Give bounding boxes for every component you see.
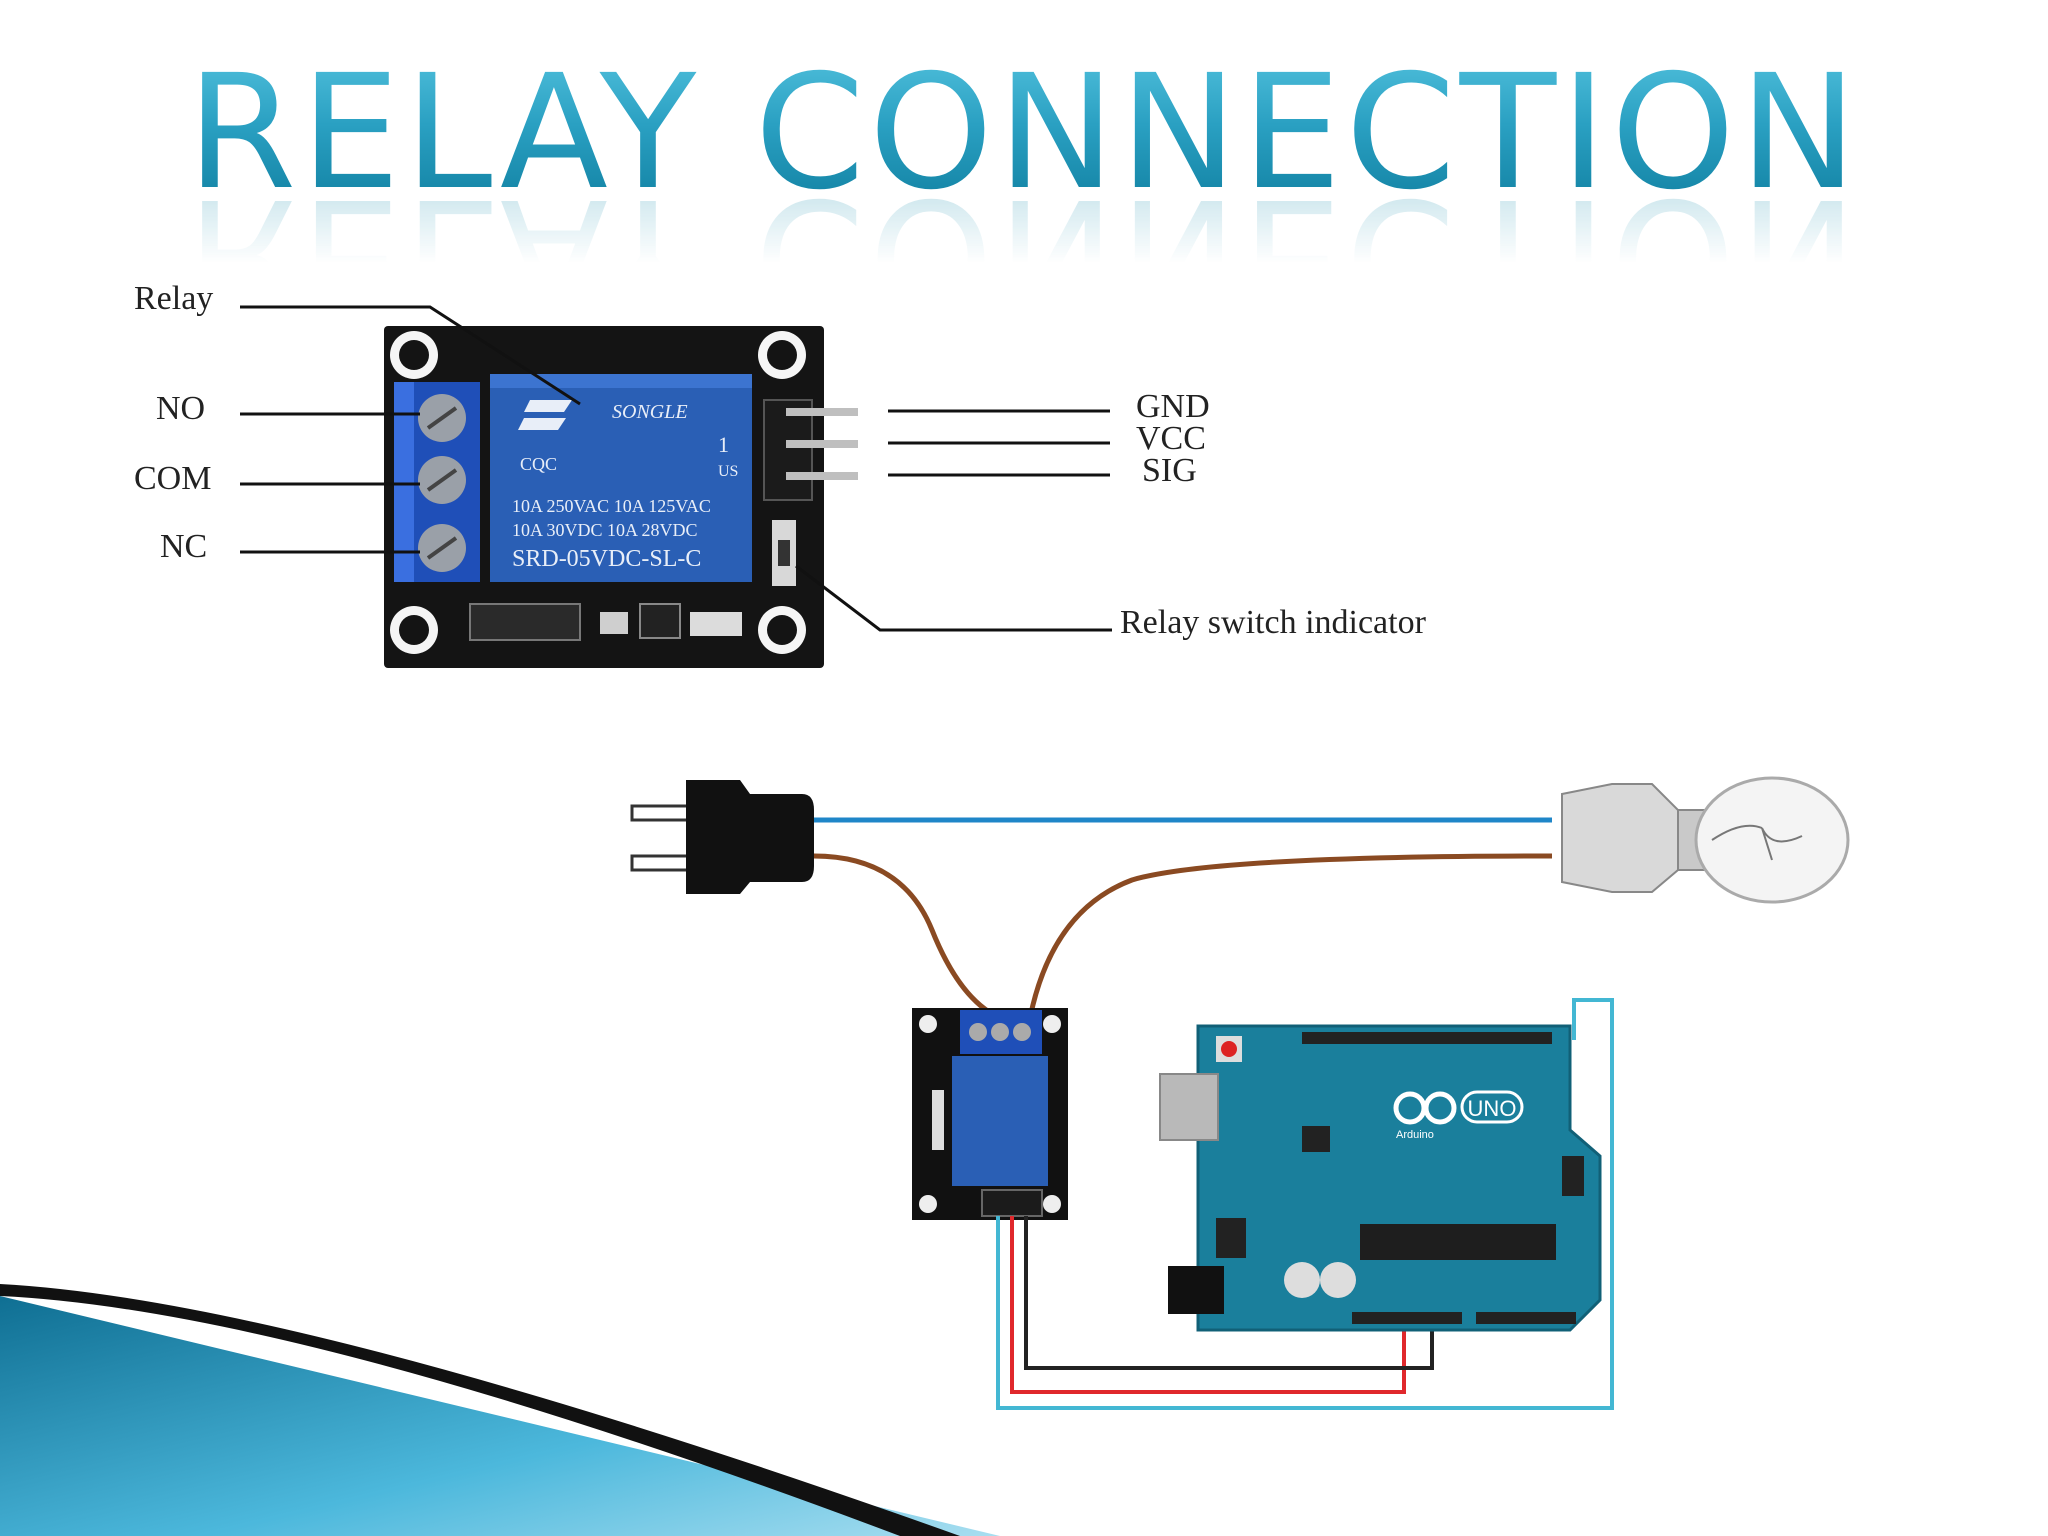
power-plug [686,780,814,894]
wire-relay-to-lamp [1027,853,1553,1019]
usb-port [1159,1073,1219,1141]
relay-rating-2: 10A 30VDC 10A 28VDC [512,520,698,540]
corner-decoration [0,1284,1000,1536]
label-com: COM [134,460,212,497]
slide-title: RELAY CONNECTION [186,48,1862,225]
relay-num: 1 [718,432,729,457]
relay-module-drawing: SONGLE CQC 1 US 10A 250VAC 10A 125VAC 10… [240,305,1112,668]
relay-cert: CQC [520,454,557,474]
relay-logo-icon [518,400,572,430]
relay-module-diagram: SONGLE CQC 1 US 10A 250VAC 10A 125VAC 10… [0,0,2048,700]
header-bottom-left [1352,1312,1462,1324]
atmega-chip [1360,1224,1556,1260]
wire-signal-cyan [996,998,1614,1410]
label-gnd: GND [1136,388,1210,425]
relay-us: US [718,463,738,480]
relay-model: SRD-05VDC-SL-C [512,546,701,572]
slide-title-wrap: RELAY CONNECTION [0,48,2048,278]
relay-rating-1: 10A 250VAC 10A 125VAC [512,496,711,516]
arduino-uno-logo: UNO [1468,1096,1517,1121]
label-nc: NC [160,528,208,565]
pin-header [763,399,813,501]
header-bottom-right [1476,1312,1576,1324]
wiring-drawing: UNO Arduino [630,776,1850,1410]
wire-live-to-relay [813,853,1002,1021]
power-jack [1168,1266,1224,1314]
label-relay: Relay [134,280,214,317]
relay-brand: SONGLE [612,401,688,423]
label-no: NO [156,390,206,427]
wire-vcc-red [1010,1216,1406,1394]
arduino-brand: Arduino [1396,1129,1434,1141]
label-vcc: VCC [1136,420,1206,457]
label-relay-switch-indicator: Relay switch indicator [1120,604,1426,641]
wiring-diagram: UNO Arduino [612,710,1922,1430]
label-sig: SIG [1142,452,1197,489]
header-top [1302,1032,1552,1044]
lamp-socket [1561,783,1679,893]
wire-gnd-black [1024,1216,1434,1370]
arduino-board [1196,1024,1602,1332]
arduino-logo-icon [1393,1091,1457,1125]
